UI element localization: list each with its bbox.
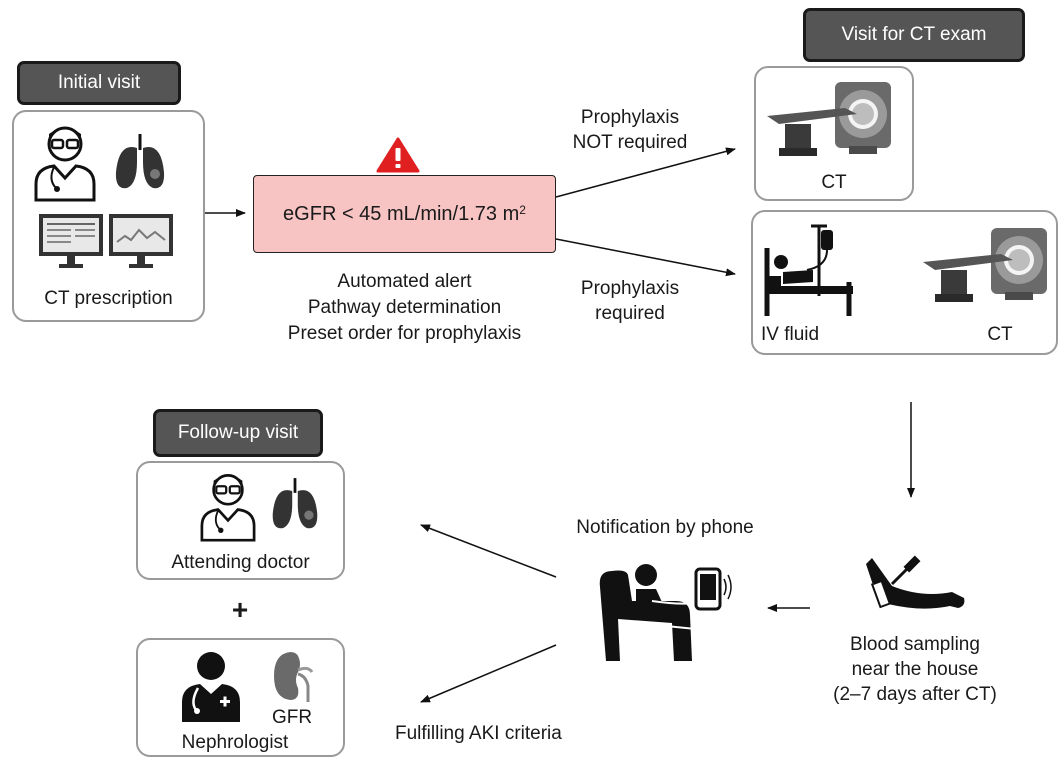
egfr-exponent: 2 (519, 203, 526, 217)
iv-fluid-label: IV fluid (761, 324, 820, 345)
lungs-icon-2 (272, 478, 318, 529)
nephrologist-label: Nephrologist (181, 732, 289, 753)
ct-prescription-label: CT prescription (44, 288, 173, 309)
action-automated-alert: Automated alert (337, 271, 472, 292)
follow-up-visit-tag: Follow-up visit (153, 409, 323, 457)
arm-blood-draw-icon (866, 555, 965, 609)
patient-phone-icon (599, 564, 732, 662)
ct-exam-tag: Visit for CT exam (803, 8, 1025, 62)
hospital-bed-iv-icon (764, 224, 853, 316)
prophylaxis-not-required-line2: NOT required (572, 132, 688, 153)
kidney-icon (274, 652, 314, 702)
attending-doctor-label: Attending doctor (171, 552, 310, 573)
prophylaxis-required-line2: required (595, 303, 665, 324)
ct-label-2: CT (987, 324, 1013, 345)
initial-visit-tag: Initial visit (17, 61, 181, 105)
doctor-icon-2 (200, 474, 256, 542)
ct-scanner-icon (767, 82, 891, 156)
gfr-label: GFR (271, 707, 313, 728)
blood-sampling-line2: near the house (851, 659, 979, 680)
prophylaxis-not-required-line1: Prophylaxis (580, 107, 680, 128)
arrow-phone-to-followup (420, 524, 557, 578)
lungs-icon (115, 134, 165, 189)
ct-scanner-icon-2 (923, 228, 1047, 302)
egfr-threshold: eGFR < 45 mL/min/1.73 m (283, 202, 520, 225)
warning-icon (376, 137, 420, 173)
blood-sampling-line3: (2–7 days after CT) (833, 684, 997, 705)
nephrologist-box (136, 638, 345, 757)
plus-sign: + (231, 594, 249, 625)
notification-label: Notification by phone (576, 517, 754, 538)
arrow-phone-to-nephrologist (420, 644, 557, 703)
prophylaxis-required-line1: Prophylaxis (580, 278, 680, 299)
ct-label: CT (821, 172, 847, 193)
arrow-alert-to-prophylaxis (555, 238, 736, 277)
aki-criteria-label: Fulfilling AKI criteria (395, 723, 562, 744)
monitor-icon (39, 214, 173, 268)
blood-sampling-line1: Blood sampling (850, 634, 980, 655)
action-preset-order: Preset order for prophylaxis (287, 323, 522, 344)
arrow-alert-to-ct (555, 147, 736, 198)
nephrologist-icon (182, 652, 240, 722)
action-pathway-determination: Pathway determination (307, 297, 502, 318)
doctor-icon (34, 126, 96, 202)
